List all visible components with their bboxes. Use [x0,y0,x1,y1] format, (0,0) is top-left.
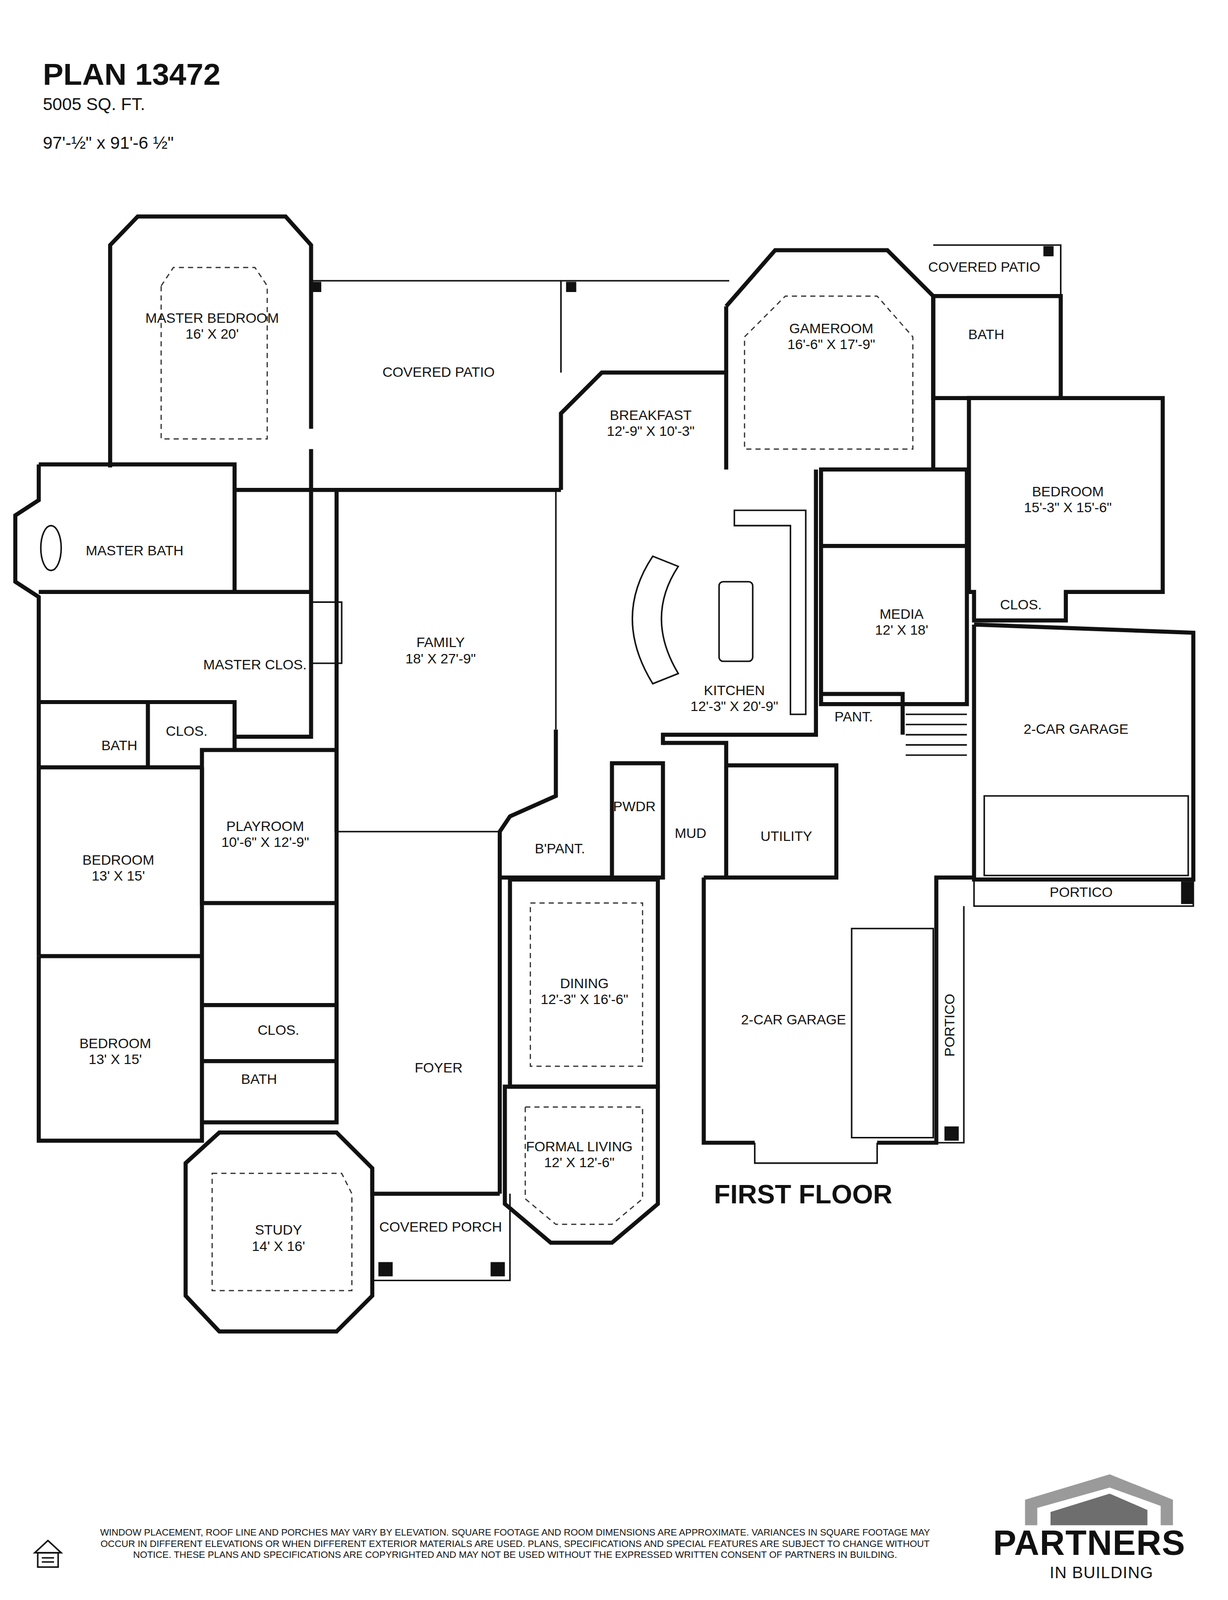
room-area: 2-CAR GARAGE [974,703,1178,756]
room-area: COVERED PATIO [336,331,541,414]
room-name: BATH [101,737,138,754]
room-area: KITCHEN12'-3" X 20'-9" [662,678,806,719]
room-area: COVERED PATIO [925,246,1043,288]
room-name: MASTER CLOS. [203,656,307,673]
room-area: FORMAL LIVING12' X 12'-6" [508,1118,651,1191]
room-area: CLOS. [145,715,228,747]
room-name: KITCHEN [703,682,765,699]
room-area: FOYER [361,1047,516,1089]
room-area: BATH [91,730,148,761]
overall-dimensions: 97'-½" x 91'-6 ½" [42,132,553,154]
room-area: GAMEROOM16'-6" X 17'-9" [739,305,924,367]
room-dimension: 12'-3" X 20'-9" [690,698,779,715]
room-name: BEDROOM [1032,483,1105,500]
room-area: UTILITY [735,820,838,852]
room-name: CLOS. [165,723,208,740]
room-name: FORMAL LIVING [526,1138,633,1155]
room-name: PANT. [834,708,873,725]
room-dimension: 14' X 16' [251,1238,305,1255]
room-area: BEDROOM13' X 15' [38,1026,192,1078]
room-name: PORTICO [1049,884,1113,901]
room-area: DINING12'-3" X 16'-6" [515,965,654,1017]
room-name: UTILITY [760,828,813,845]
room-area: MUD [660,818,720,849]
brand-subtitle: IN BUILDING [1014,1562,1189,1583]
room-area: MASTER BATH [83,530,186,572]
room-area: BATH [955,319,1017,351]
room-area: CLOS. [217,1014,340,1046]
room-area: CLOS. [977,592,1065,617]
room-name: 2-CAR GARAGE [1023,721,1129,738]
room-dimension: 15'-3" X 15'-6" [1024,499,1112,516]
room-name: 2-CAR GARAGE [741,1011,847,1028]
room-name: STUDY [254,1222,302,1238]
room-area: BEDROOM13' X 15' [41,842,195,894]
room-dimension: 12' X 18' [875,622,929,639]
room-area: FAMILY18' X 27'-9" [338,620,543,682]
room-name: GAMEROOM [789,320,874,337]
room-area: COVERED PORCH [374,1201,507,1253]
room-dimension: 13' X 15' [88,1051,142,1068]
room-name: B'PANT. [534,840,585,857]
room-dimension: 16'-6" X 17'-9" [787,336,876,353]
room-area: BATH [228,1063,290,1095]
room-name: PLAYROOM [226,818,305,835]
room-name: DINING [560,975,609,992]
room-area: BREAKFAST12'-9" X 10'-3" [574,392,728,454]
room-name: FAMILY [416,634,466,651]
room-name: PORTICO [941,993,958,1057]
room-name: COVERED PATIO [382,364,495,381]
room-area: MASTER BEDROOM16' X 20' [135,275,290,378]
disclaimer-note: WINDOW PLACEMENT, ROOF LINE AND PORCHES … [96,1526,934,1561]
room-dimension: 12'-3" X 16'-6" [540,991,629,1008]
room-area: PWDR [609,791,659,822]
room-area: MASTER CLOS. [200,644,309,686]
plan-title: PLAN 13472 [42,58,221,90]
room-name: MUD [674,825,707,842]
room-area: MEDIA12' X 18' [832,596,971,648]
room-name: CLOS. [999,596,1042,613]
square-footage: 5005 SQ. FT. [42,93,451,115]
room-dimension: 18' X 27'-9" [405,650,476,667]
room-dimension: 12'-9" X 10'-3" [606,423,695,440]
room-name: MASTER BATH [85,542,184,559]
room-area: STUDY14' X 16' [201,1212,355,1264]
brand-name: PARTNERS [966,1521,1212,1564]
room-dimension: 10'-6" X 12'-9" [221,834,309,851]
room-area: B'PANT. [511,828,609,870]
room-name: FOYER [414,1059,463,1076]
room-name: BREAKFAST [609,407,692,424]
room-name: BEDROOM [82,852,155,869]
room-name: MASTER BEDROOM [145,310,279,327]
room-dimension: 16' X 20' [185,326,239,343]
room-area: BEDROOM15'-3" X 15'-6" [976,468,1160,530]
room-dimension: 13' X 15' [91,868,145,884]
room-name: BEDROOM [79,1035,152,1052]
room-name: MEDIA [879,606,924,623]
room-name: BATH [968,326,1005,343]
room-name: PWDR [613,798,656,815]
room-area: 2-CAR GARAGE [691,994,896,1046]
room-name: COVERED PORCH [379,1219,502,1235]
room-area: PORTICO [979,879,1183,905]
room-dimension: 12' X 12'-6" [544,1154,615,1171]
room-area: PORTICO [937,923,962,1127]
room-area: PANT. [815,701,892,733]
room-area: PLAYROOM10'-6" X 12'-9" [201,808,329,860]
room-name: CLOS. [257,1022,300,1039]
room-name: COVERED PATIO [928,259,1041,276]
floor-name: FIRST FLOOR [713,1177,980,1211]
room-name: BATH [240,1071,278,1088]
